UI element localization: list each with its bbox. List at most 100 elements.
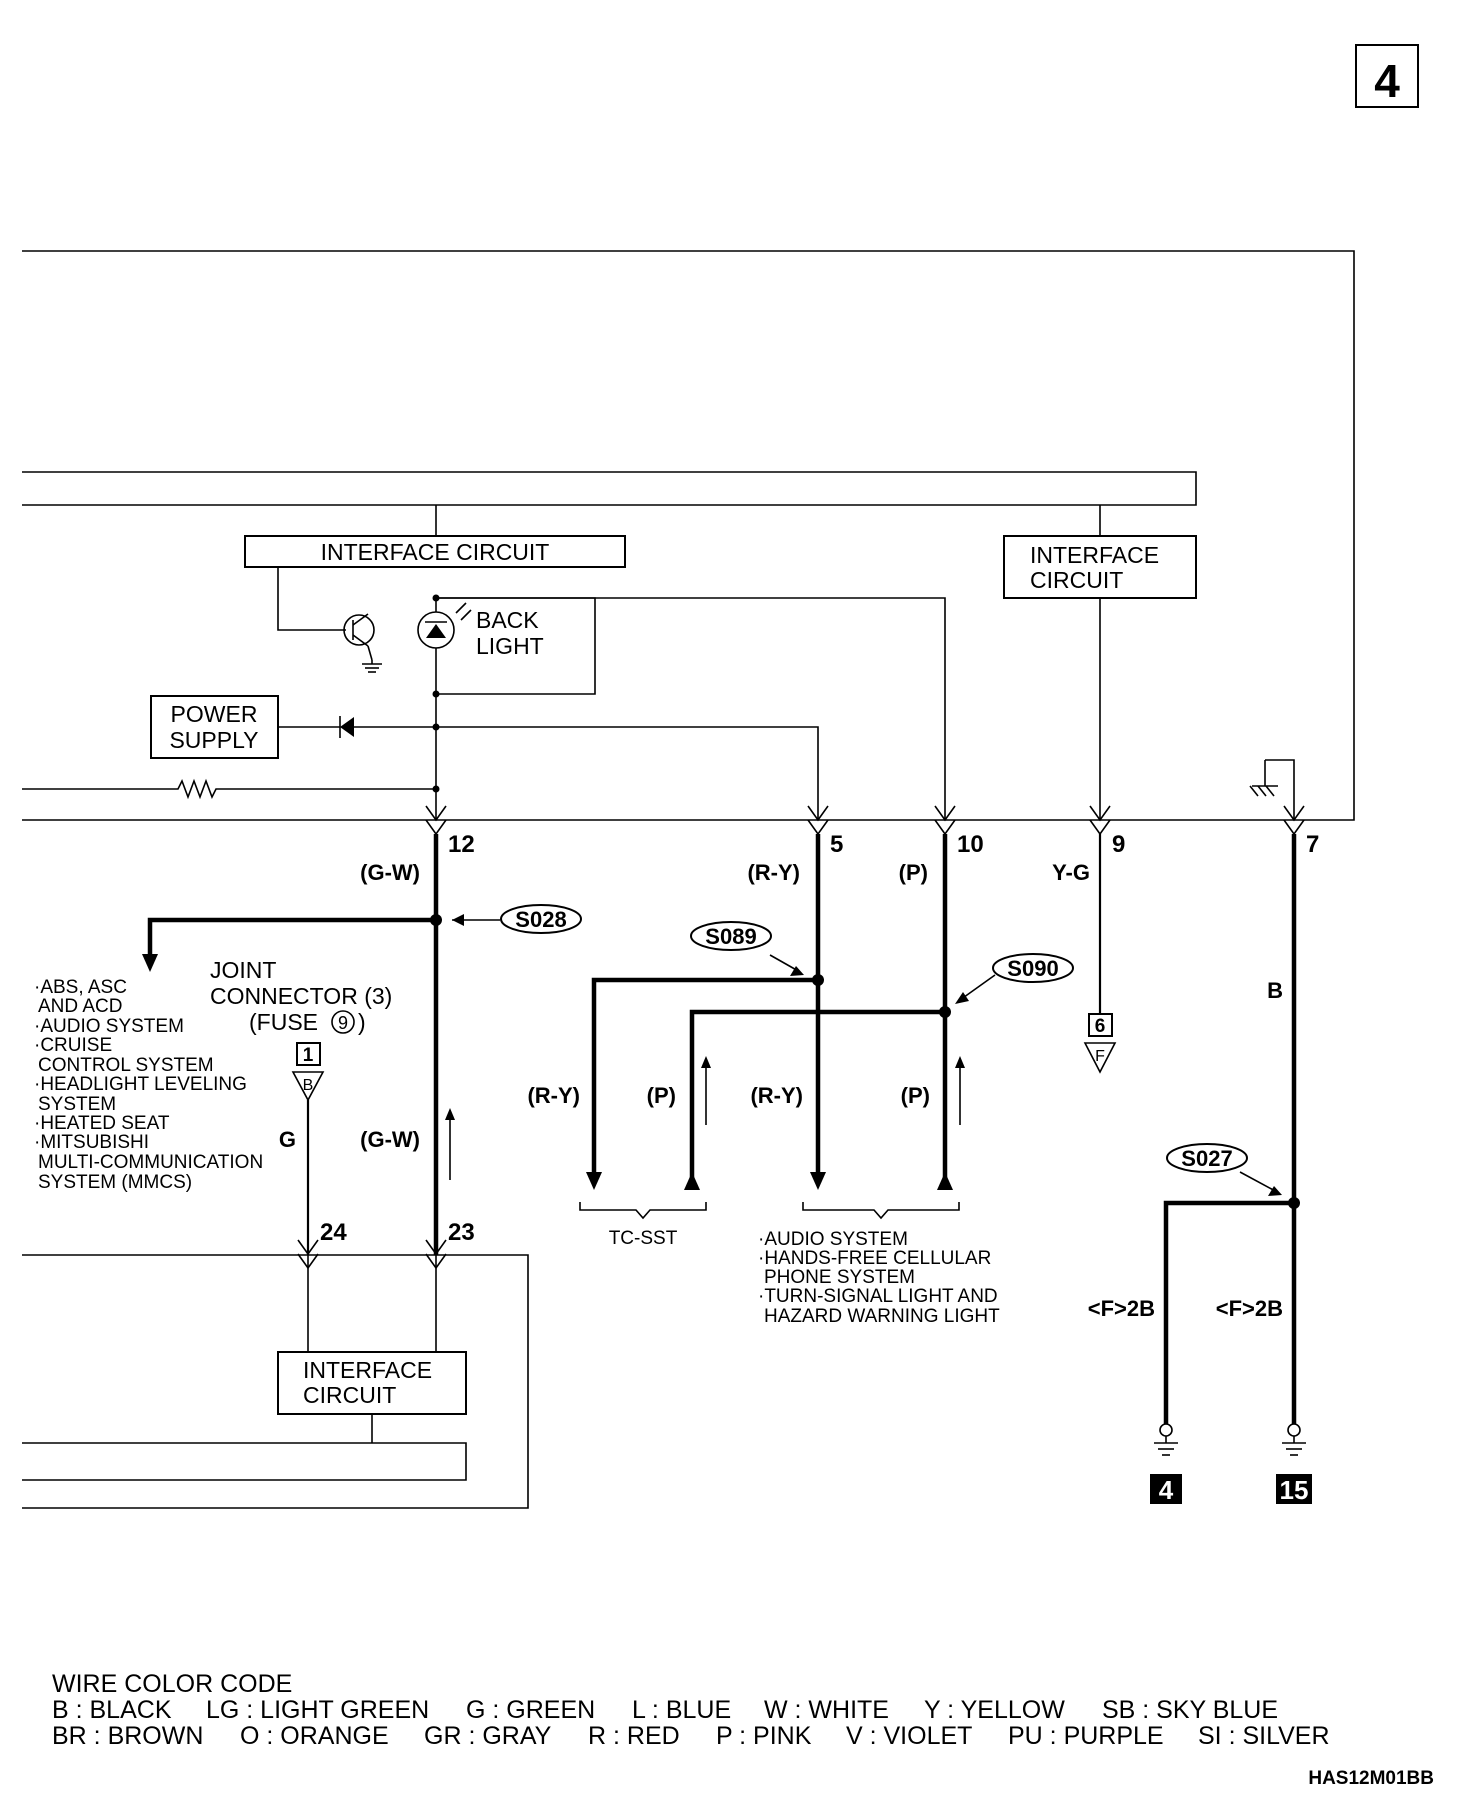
- bottom-unit-outline: [22, 1254, 529, 1509]
- connector-6-letter: F: [1095, 1048, 1105, 1065]
- svg-text:): ): [358, 1009, 366, 1035]
- svg-text:·TURN-SIGNAL LIGHT AND: ·TURN-SIGNAL LIGHT AND: [758, 1286, 998, 1307]
- svg-text:Y : YELLOW: Y : YELLOW: [924, 1696, 1065, 1724]
- svg-text:MULTI-COMMUNICATION: MULTI-COMMUNICATION: [38, 1152, 263, 1173]
- wire-color-gw-bot: (G-W): [360, 1127, 420, 1152]
- pin-10: 10: [957, 831, 984, 858]
- connector-6-box: [1088, 1013, 1113, 1037]
- arrow-to-systems: [142, 954, 158, 972]
- left-system-list: ·ABS, ASC AND ACD ·AUDIO SYSTEM ·CRUISE …: [34, 977, 263, 1193]
- transistor: [343, 614, 375, 646]
- wire-color-ry-r: (R-Y): [750, 1083, 803, 1108]
- splice-s028: [500, 904, 582, 934]
- wire-color-g: G: [279, 1127, 296, 1152]
- ground-15: 15: [1280, 1475, 1309, 1505]
- tc-sst-label: TC-SST: [609, 1228, 678, 1249]
- diode: [340, 717, 354, 737]
- svg-text:·HEATED SEAT: ·HEATED SEAT: [34, 1113, 170, 1134]
- svg-text:O : ORANGE: O : ORANGE: [240, 1722, 389, 1750]
- wire-color-gw-top: (G-W): [360, 860, 420, 885]
- svg-text:·ABS, ASC: ·ABS, ASC: [34, 977, 127, 998]
- interface-circuit-bottom-l2: CIRCUIT: [303, 1382, 396, 1408]
- svg-text:P : PINK: P : PINK: [716, 1722, 812, 1750]
- svg-text:SI : SILVER: SI : SILVER: [1198, 1722, 1330, 1750]
- pin-12: 12: [448, 831, 475, 858]
- interface-circuit-right: [1003, 535, 1197, 599]
- svg-text:R : RED: R : RED: [588, 1722, 680, 1750]
- svg-text:BR : BROWN: BR : BROWN: [52, 1722, 203, 1750]
- pin-7: 7: [1306, 831, 1319, 858]
- joint-connector-l2: CONNECTOR (3): [210, 983, 392, 1009]
- svg-text:L : BLUE: L : BLUE: [632, 1696, 731, 1724]
- bracket-systems: [802, 1202, 960, 1220]
- right-system-list: ·AUDIO SYSTEM ·HANDS-FREE CELLULAR PHONE…: [758, 1229, 1000, 1327]
- legend-title: WIRE COLOR CODE: [52, 1670, 292, 1698]
- wire-color-ry-l: (R-Y): [527, 1083, 580, 1108]
- svg-text:B : BLACK: B : BLACK: [52, 1696, 172, 1724]
- power-supply-l1: POWER: [171, 701, 258, 727]
- bracket-tc-sst: [579, 1202, 707, 1220]
- wire-color-p-r: (P): [901, 1083, 930, 1108]
- wire-color-p-l: (P): [647, 1083, 676, 1108]
- wire-color-ry-top: (R-Y): [747, 860, 800, 885]
- connector-1: 1: [303, 1045, 314, 1066]
- joint-connector-l3: (FUSE: [249, 1009, 318, 1035]
- inner-bus: [22, 471, 1197, 506]
- connector-6-triangle: [1083, 1042, 1117, 1074]
- svg-text:·MITSUBISHI: ·MITSUBISHI: [34, 1132, 149, 1153]
- wire-color-p-top: (P): [899, 860, 928, 885]
- splice-s027-label: S027: [1181, 1146, 1232, 1171]
- connector-1-box: [296, 1042, 321, 1066]
- svg-text:SYSTEM (MMCS): SYSTEM (MMCS): [38, 1172, 192, 1193]
- svg-text:·AUDIO SYSTEM: ·AUDIO SYSTEM: [34, 1016, 184, 1037]
- fuse-9: 9: [338, 1013, 348, 1033]
- svg-text:HAZARD WARNING LIGHT: HAZARD WARNING LIGHT: [764, 1306, 1000, 1327]
- splice-s090-label: S090: [1007, 956, 1058, 981]
- pin-9: 9: [1112, 831, 1125, 858]
- svg-text:W : WHITE: W : WHITE: [764, 1696, 889, 1724]
- ground-symbol-15: [1276, 1423, 1312, 1504]
- interface-circuit-right-l1: INTERFACE: [1030, 542, 1159, 568]
- interface-circuit-top: [244, 535, 626, 568]
- page-number: 4: [1374, 55, 1400, 107]
- connector-1-letter: B: [303, 1077, 314, 1094]
- wire-color-f2b-l: <F>2B: [1088, 1296, 1155, 1321]
- svg-text:LG : LIGHT GREEN: LG : LIGHT GREEN: [206, 1696, 429, 1724]
- svg-text:·HEADLIGHT LEVELING: ·HEADLIGHT LEVELING: [34, 1074, 247, 1095]
- interface-circuit-bottom: [277, 1351, 467, 1415]
- splice-s090: [992, 953, 1074, 983]
- connector-6: 6: [1095, 1016, 1106, 1037]
- back-light-l1: BACK: [476, 607, 539, 633]
- splice-s028-label: S028: [515, 907, 566, 932]
- svg-text:SYSTEM: SYSTEM: [38, 1094, 116, 1115]
- wire-color-yg: Y-G: [1052, 860, 1090, 885]
- svg-text:CONTROL SYSTEM: CONTROL SYSTEM: [38, 1055, 214, 1076]
- page-number-box: [1355, 44, 1419, 108]
- pin-5: 5: [830, 831, 843, 858]
- splice-s027: [1166, 1143, 1248, 1173]
- svg-text:SB : SKY BLUE: SB : SKY BLUE: [1102, 1696, 1278, 1724]
- wire-color-legend: WIRE COLOR CODE B : BLACK LG : LIGHT GRE…: [52, 1670, 1330, 1750]
- interface-circuit-top-label: INTERFACE CIRCUIT: [321, 539, 550, 565]
- svg-text:G : GREEN: G : GREEN: [466, 1696, 595, 1724]
- svg-text:PHONE SYSTEM: PHONE SYSTEM: [764, 1267, 915, 1288]
- interface-circuit-right-l2: CIRCUIT: [1030, 567, 1123, 593]
- svg-text:GR : GRAY: GR : GRAY: [424, 1722, 552, 1750]
- svg-text:·HANDS-FREE CELLULAR: ·HANDS-FREE CELLULAR: [758, 1248, 991, 1269]
- connector-1-triangle: [291, 1071, 325, 1102]
- svg-text:·AUDIO SYSTEM: ·AUDIO SYSTEM: [758, 1229, 908, 1250]
- back-light-l2: LIGHT: [476, 633, 544, 659]
- splice-s089: [690, 921, 772, 951]
- svg-text:V : VIOLET: V : VIOLET: [846, 1722, 972, 1750]
- power-supply-l2: SUPPLY: [169, 727, 258, 753]
- unit-outline: [22, 250, 1355, 821]
- ground-symbol-4: [1150, 1423, 1182, 1504]
- svg-text:AND ACD: AND ACD: [38, 996, 122, 1017]
- doc-code: HAS12M01BB: [1308, 1768, 1434, 1789]
- pin-24: 24: [320, 1219, 347, 1246]
- wire-color-f2b-r: <F>2B: [1216, 1296, 1283, 1321]
- joint-connector-l1: JOINT: [210, 957, 276, 983]
- svg-text:·CRUISE: ·CRUISE: [34, 1035, 112, 1056]
- svg-text:PU : PURPLE: PU : PURPLE: [1008, 1722, 1164, 1750]
